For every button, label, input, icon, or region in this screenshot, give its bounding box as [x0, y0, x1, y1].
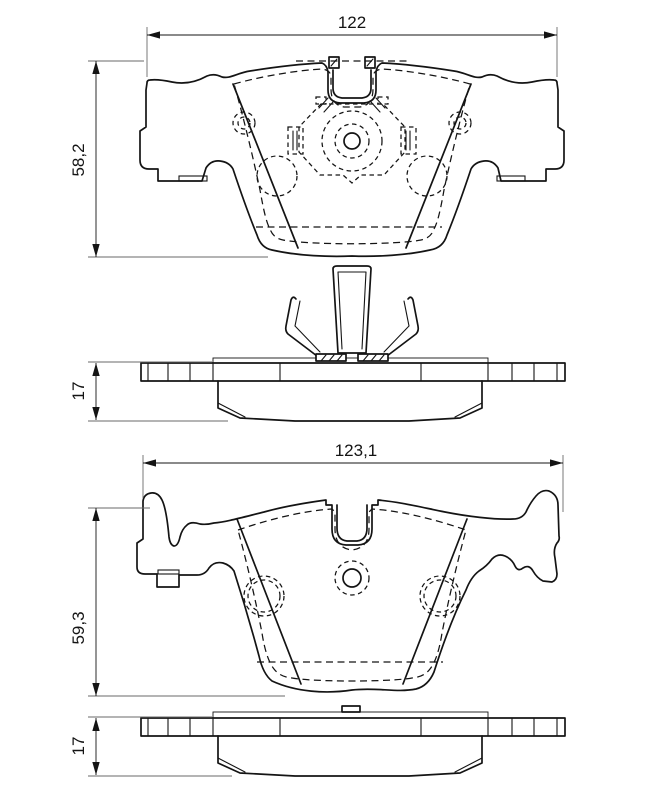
pad1-guide-hole-right	[448, 111, 472, 135]
pad1-outline	[139, 62, 565, 258]
pad1-damper-wing-right	[400, 126, 417, 155]
side-view-pad1	[140, 265, 566, 422]
pad1-center-circle-mid	[334, 123, 370, 159]
pad1-center-hole	[343, 132, 361, 150]
pad2-outline	[136, 489, 561, 693]
dim-label-pad1-thickness: 17	[69, 382, 88, 401]
pad1-damper-tab-left	[315, 96, 327, 105]
pad1-hidden-circle-right	[406, 155, 448, 197]
pad1-retainer-slot-inner	[332, 69, 372, 99]
pad1-guide-hole-left	[232, 111, 256, 135]
pad2-hidden-circle-left-inner	[247, 579, 281, 613]
pad2-hidden-circle-right	[419, 575, 461, 617]
dim-label-pad2-thickness: 17	[69, 737, 88, 756]
pad1-backplate-side	[140, 362, 566, 382]
pad1-hidden-circle-left	[256, 155, 298, 197]
dim-pad2-width: 123,1	[142, 441, 564, 512]
pad2-chamfer-line-left	[236, 518, 302, 685]
clip-column-inner	[337, 271, 367, 350]
dim-label-pad2-width: 123,1	[335, 441, 378, 460]
pad1-friction-side	[217, 380, 483, 422]
pad2-hidden-circle-right-inner	[423, 579, 457, 613]
pad1-clip-tab-hatch	[330, 58, 374, 67]
pad2-retainer-slot-inner	[336, 504, 368, 542]
pad1-center-circle-outer	[321, 110, 383, 172]
pad1-damper-outline	[298, 103, 406, 184]
pad2-backplate-side	[140, 717, 566, 737]
pad1-clip-tab-left	[328, 56, 340, 69]
clip-arm-left	[284, 296, 318, 357]
pad1-clip-arm-marks	[318, 97, 386, 113]
pad1-friction-outline	[233, 68, 471, 245]
pad2-hidden-circle-left	[243, 575, 285, 617]
pad1-damper-wing-left	[287, 126, 304, 155]
pad2-chamfer-line-right	[402, 518, 468, 685]
dim-pad1-thickness: 17	[69, 361, 228, 422]
front-view-pad2	[136, 489, 561, 693]
pad1-damper-wing-bars	[292, 130, 411, 151]
pad1-chamfer-line-right	[405, 83, 472, 249]
dim-label-pad1-height: 58,2	[69, 143, 88, 176]
pad1-guide-hole-right-inner	[453, 116, 467, 130]
clip-arm-left-inner	[294, 300, 321, 353]
dim-pad1-width: 122	[146, 13, 558, 77]
dim-pad2-thickness: 17	[69, 716, 232, 777]
front-view-pad1	[139, 56, 565, 258]
clip-column	[332, 265, 372, 354]
clip-arm-right-inner	[383, 300, 410, 353]
dim-pad1-height: 58,2	[69, 60, 268, 258]
dim-label-pad1-width: 122	[338, 13, 366, 32]
retainer-spring-clip	[284, 265, 420, 362]
pad2-plate-top-strip	[212, 711, 489, 719]
pad1-chamfer-line-left	[232, 83, 299, 249]
pad1-backplate-segments	[147, 362, 558, 382]
pad1-guide-hole-left-inner	[237, 116, 251, 130]
dim-pad2-height: 59,3	[69, 507, 285, 697]
clip-foot-left	[315, 353, 347, 362]
pad1-abutment-right	[496, 175, 526, 182]
pad1-abutment-left	[178, 175, 208, 182]
pad2-friction-side	[217, 735, 483, 777]
pad1-friction-chamfer-lines	[217, 402, 483, 418]
pad2-friction-chamfer-lines	[217, 757, 483, 773]
pad1-clip-tab-right	[364, 56, 376, 69]
pad2-backplate-segments	[147, 717, 558, 737]
clip-foot-right	[357, 353, 389, 362]
pad2-center-circle	[334, 560, 370, 596]
pad1-damper-tab-right	[377, 96, 389, 105]
clip-arm-right	[386, 296, 420, 357]
pad2-sensor-tab	[341, 705, 361, 713]
pad2-center-hole	[342, 568, 362, 588]
dim-label-pad2-height: 59,3	[69, 611, 88, 644]
pad2-friction-outline	[237, 508, 467, 682]
side-view-pad2	[140, 705, 566, 777]
clip-foot-hatch	[320, 354, 385, 362]
pad2-abutment-left	[157, 569, 180, 575]
